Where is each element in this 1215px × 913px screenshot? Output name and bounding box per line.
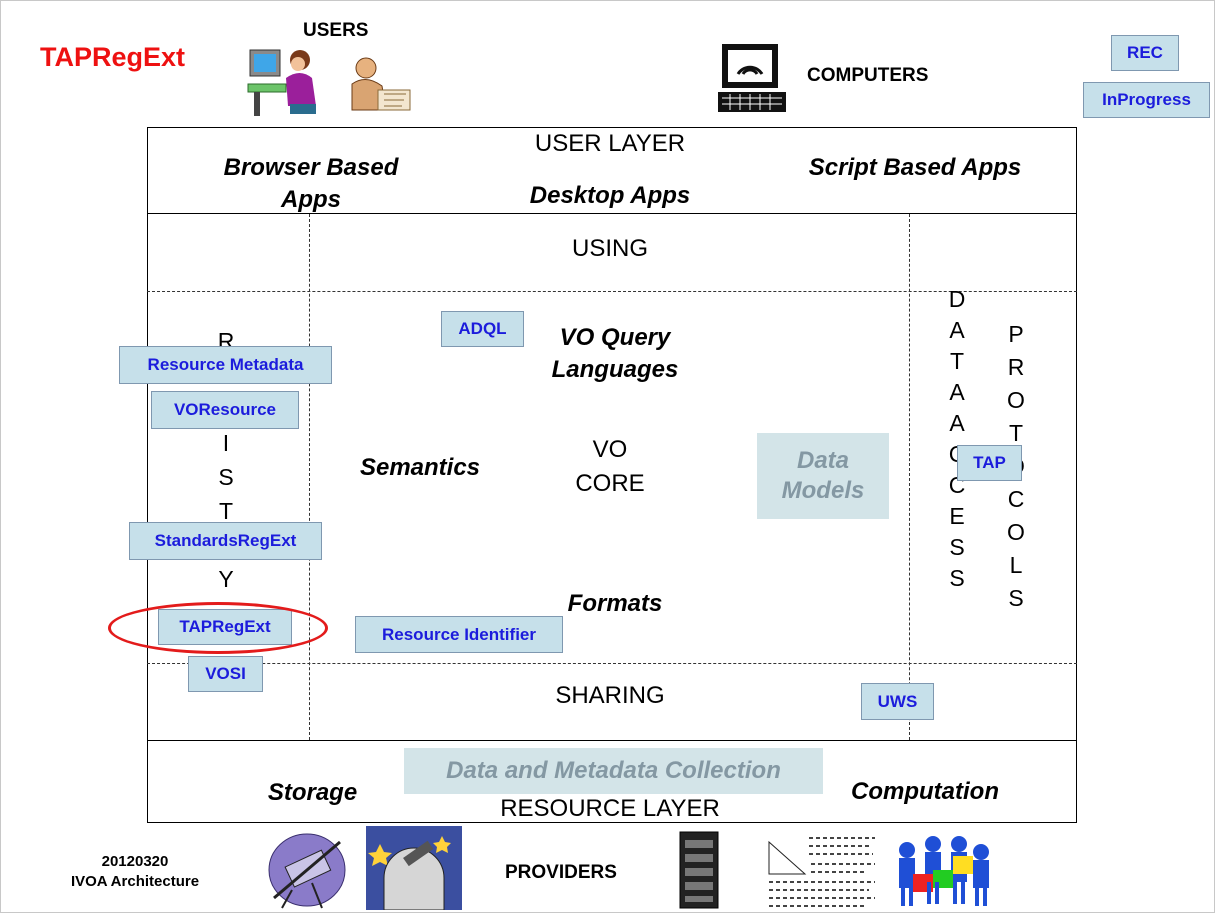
tap-tag: TAP	[957, 445, 1022, 481]
data-metadata-collection-box: Data and Metadata Collection	[404, 748, 823, 794]
adql-tag: ADQL	[441, 311, 524, 347]
slide-title: TAPRegExt	[40, 42, 186, 72]
using-label: USING	[571, 235, 648, 262]
user-layer-label: USER LAYER	[534, 130, 686, 157]
rec-tag: REC	[1111, 35, 1179, 71]
footer-date: 20120320	[101, 853, 169, 870]
desktop-apps-label: Desktop Apps	[529, 182, 691, 209]
server-icon	[679, 831, 719, 909]
formats-label: Formats	[567, 590, 663, 617]
vo-query-languages-label: VO Query Languages	[551, 324, 679, 383]
registry-divider	[309, 214, 310, 740]
computer-icon	[718, 44, 786, 112]
users-label: USERS	[303, 20, 369, 41]
semantics-label: Semantics	[359, 454, 481, 481]
resource-identifier-tag: Resource Identifier	[355, 616, 563, 653]
standardsregext-tag: StandardsRegExt	[129, 522, 322, 560]
vosi-tag: VOSI	[188, 656, 263, 692]
teamwork-puzzle-icon	[899, 836, 989, 906]
data-access-divider	[909, 214, 910, 740]
inprogress-tag: InProgress	[1083, 82, 1210, 118]
user-writing-icon	[351, 57, 411, 111]
uws-tag: UWS	[861, 683, 934, 720]
computation-label: Computation	[851, 778, 999, 805]
using-divider	[147, 291, 1077, 292]
browser-apps-label: Browser Based Apps	[223, 154, 399, 213]
computers-label: COMPUTERS	[807, 65, 929, 86]
sharing-label: SHARING	[555, 682, 665, 709]
math-formulas-icon	[768, 837, 875, 907]
data-models-box: Data Models	[757, 433, 889, 519]
footer-caption: 20120320 IVOA Architecture	[50, 852, 220, 892]
user-layer-divider	[147, 213, 1077, 214]
resource-layer-label: RESOURCE LAYER	[500, 795, 720, 822]
storage-label: Storage	[267, 779, 358, 806]
observatory-icon	[366, 826, 462, 910]
resource-metadata-tag: Resource Metadata	[119, 346, 332, 384]
user-at-computer-icon	[247, 49, 316, 116]
vo-core-label: VO CORE	[575, 436, 645, 497]
data-access-vertical-label: DATAACCESS	[948, 286, 966, 591]
sharing-divider	[147, 663, 1077, 664]
architecture-box	[147, 127, 1077, 823]
providers-label: PROVIDERS	[505, 862, 617, 883]
satellite-icon	[268, 833, 346, 909]
footer-architecture: IVOA Architecture	[70, 873, 200, 890]
resource-layer-divider	[147, 740, 1077, 741]
tapregext-highlight-ellipse	[108, 602, 328, 654]
script-apps-label: Script Based Apps	[808, 154, 1022, 181]
voresource-tag: VOResource	[151, 391, 299, 429]
